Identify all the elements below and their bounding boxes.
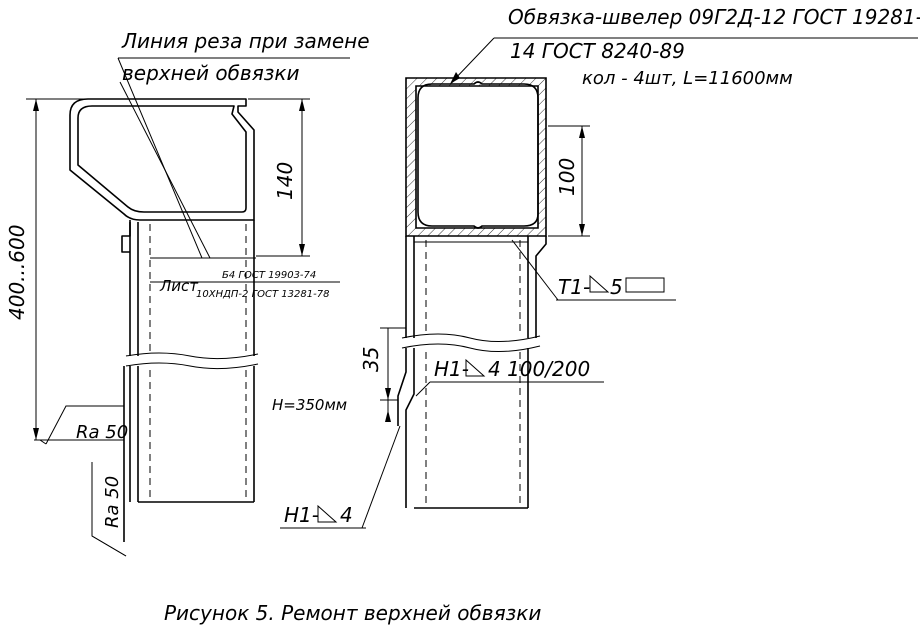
- sheet-line-2: 10ХНДП-2 ГОСТ 13281-78: [196, 289, 329, 300]
- weld-t1-value: 5: [610, 275, 623, 299]
- break-line-upper: [125, 352, 259, 360]
- left-profile-view: 400...600 140 Линия реза при замене верх…: [5, 29, 370, 557]
- channel-section: [405, 77, 547, 237]
- weld-h1-bottom-value: 4: [340, 503, 353, 527]
- fillet-weld-icon-3: [317, 504, 338, 523]
- sheet-prefix: Лист: [159, 277, 199, 295]
- weld-t1-prefix: T1-: [558, 275, 590, 299]
- weld-h1-top-prefix: H1-: [434, 357, 469, 381]
- roughness-symbol-1: [45, 405, 124, 445]
- weld-field-box: [625, 277, 665, 293]
- right-channel-view: 100 35 Обвязка-швелер 09Г2Д-12 ГОСТ 1928…: [280, 5, 920, 529]
- break-line-lower: [125, 362, 259, 370]
- quantity-label: кол - 4шт, L=11600мм: [582, 68, 793, 89]
- fillet-weld-icon: [589, 274, 610, 293]
- dim-100: 100: [555, 158, 579, 196]
- roughness-label-1: Ra 50: [76, 422, 128, 443]
- weld-h1-bottom-prefix: H1-: [284, 503, 319, 527]
- roughness-label-2: Ra 50: [102, 476, 123, 528]
- channel-inner-profile: [417, 81, 539, 229]
- weld-h1-top-value: 4 100/200: [488, 357, 590, 381]
- profile-step: [121, 222, 131, 253]
- height-label: H=350мм: [272, 396, 347, 414]
- fillet-weld-icon-2: [465, 358, 486, 377]
- top-profile-outer: [69, 98, 255, 221]
- cut-line-label-1: Линия реза при замене: [121, 29, 370, 53]
- sheet-line-1: Б4 ГОСТ 19903-74: [222, 270, 316, 281]
- channel-label-1: Обвязка-швелер 09Г2Д-12 ГОСТ 19281-89: [508, 5, 920, 29]
- dim-400-600: 400...600: [5, 225, 29, 320]
- top-profile-inner: [77, 105, 247, 213]
- dim-35: 35: [359, 347, 383, 372]
- channel-label-2: 14 ГОСТ 8240-89: [510, 39, 685, 63]
- figure-caption: Рисунок 5. Ремонт верхней обвязки: [164, 601, 541, 625]
- dim-140: 140: [273, 162, 297, 200]
- cut-line-label-2: верхней обвязки: [122, 61, 299, 85]
